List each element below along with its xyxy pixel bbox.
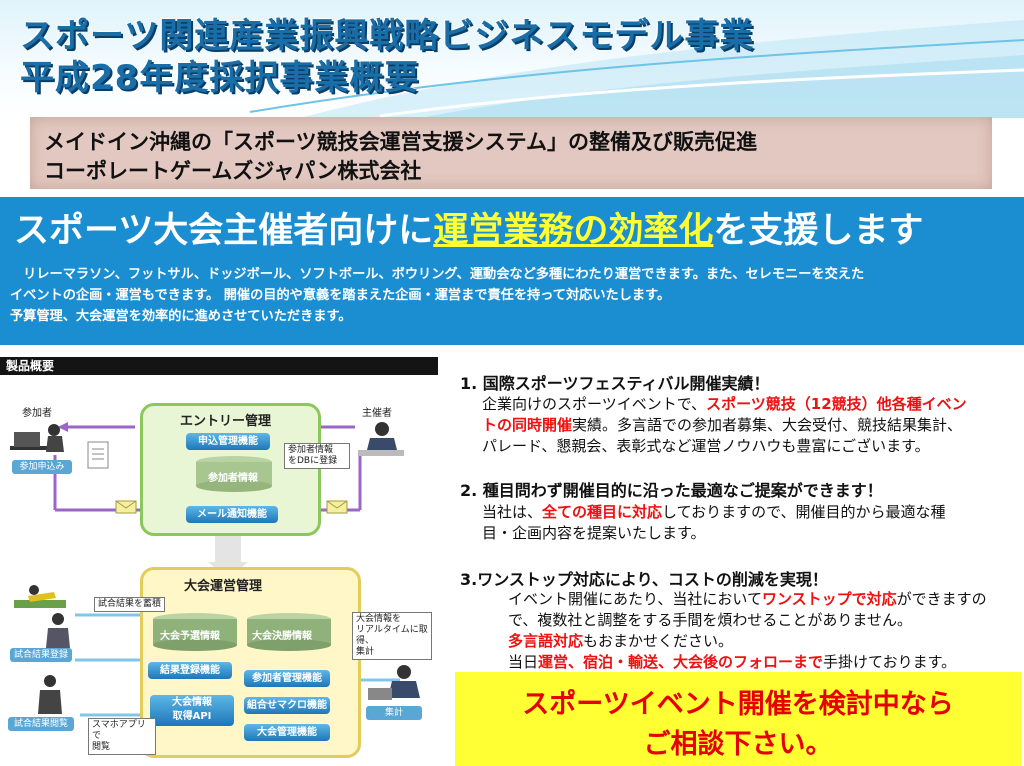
mail-notify-button: メール通知機能 xyxy=(186,506,278,523)
summary-banner xyxy=(0,197,1024,345)
organizer-person-icon xyxy=(358,422,404,456)
mail-icon xyxy=(115,500,137,514)
participant-management-button: 参加者管理機能 xyxy=(244,670,330,687)
mail-icon xyxy=(326,500,348,514)
soccer-player-icon xyxy=(14,585,66,608)
point-1-title: 1. 国際スポーツフェスティバル開催実績！ xyxy=(460,374,770,393)
wave-decoration xyxy=(249,20,1024,118)
result-register-button: 結果登録機能 xyxy=(148,662,232,679)
participant-laptop-icon xyxy=(10,424,64,452)
cta-line-1: スポーツイベント開催を検討中なら xyxy=(522,689,954,720)
form-icon xyxy=(87,441,109,469)
project-name: メイドイン沖縄の「スポーツ競技会運営支援システム」の整備及び販売促進 xyxy=(44,129,757,154)
point-1-line: トの同時開催実績。多言語での参加者募集、大会受付、競技結果集計、 xyxy=(482,416,963,434)
register-note: 参加者情報 をDBに登録 xyxy=(284,443,350,469)
page-title: スポーツ関連産業振興戦略ビジネスモデル事業 xyxy=(20,16,755,56)
desc-line: 予算管理、大会運営を効率的に進めさせていただきます。 xyxy=(10,309,352,324)
headline-post: を支援します xyxy=(713,211,924,251)
final-db-label: 大会決勝情報 xyxy=(252,631,312,642)
entry-title: エントリー管理 xyxy=(180,414,272,429)
page-subtitle: 平成28年度採択事業概要 xyxy=(20,58,420,98)
headline-pre: スポーツ大会主催者向けに xyxy=(14,211,434,251)
point-3-line: イベント開催にあたり、当社においてワンストップで対応ができますの xyxy=(508,590,987,608)
point-3-title: 3.ワンストップ対応により、コストの削減を実現！ xyxy=(460,570,828,589)
header-background xyxy=(0,0,1024,118)
point-1-line: 企業向けのスポーツイベントで、スポーツ競技（12競技）他各種イベン xyxy=(482,395,967,413)
realtime-note: 大会情報を リアルタイムに取得、 集計 xyxy=(352,612,432,660)
company-panel: メイドイン沖縄の「スポーツ競技会運営支援システム」の整備及び販売促進 コーポレー… xyxy=(30,117,992,189)
point-2-line: 当社は、全ての種目に対応しておりますので、開催目的から最適な種 xyxy=(482,503,946,521)
viewer-person-icon xyxy=(38,675,62,714)
organizer-label: 主催者 xyxy=(362,408,392,419)
schedule-db-label: 大会予選情報 xyxy=(160,631,220,642)
bracket-macro-button: 組合せマクロ機能 xyxy=(244,697,330,714)
result-view-tag: 試合結果閲覧 xyxy=(8,717,74,731)
point-3-line: で、複数社と調整をする手間を煩わせることがありません。 xyxy=(508,611,912,629)
participant-info-label: 参加者情報 xyxy=(208,473,258,484)
call-to-action: スポーツイベント開催を検討中なら ご相談下さい。 xyxy=(455,672,1021,766)
product-section-title: 製品概要 xyxy=(0,357,438,375)
apply-management-button: 申込管理機能 xyxy=(186,433,270,450)
cta-line-2: ご相談下さい。 xyxy=(643,729,833,760)
point-3-line: 多言語対応もおまかせください。 xyxy=(508,632,734,650)
headline-highlight: 運営業務の効率化 xyxy=(433,211,714,251)
banner-headline: スポーツ大会主催者向けに運営業務の効率化を支援します xyxy=(14,202,923,253)
desc-line: イベントの企画・運営もできます。 開催の目的や意義を踏まえた企画・運営まで責任を… xyxy=(10,288,671,303)
aggregate-tag: 集計 xyxy=(366,706,422,720)
phone-user-icon xyxy=(46,613,70,648)
database-icon xyxy=(196,456,272,492)
point-3-line: 当日運営、宿泊・輸送、大会後のフォローまで手掛けております。 xyxy=(508,653,957,671)
event-api-button: 大会情報 取得API xyxy=(150,695,234,726)
result-register-tag: 試合結果登録 xyxy=(10,648,72,662)
database-icon xyxy=(247,613,331,651)
banner-description: リレーマラソン、フットサル、ドッジボール、ソフトボール、ボウリング、運動会など多… xyxy=(10,264,1015,327)
desc-line: リレーマラソン、フットサル、ドッジボール、ソフトボール、ボウリング、運動会など多… xyxy=(10,267,865,282)
database-icon xyxy=(153,613,237,651)
app-note: スマホアプリで 閲覧 xyxy=(88,718,156,755)
point-2-title: 2. 種目問わず開催目的に沿った最適なご提案ができます！ xyxy=(460,481,883,500)
point-2-line: 目・企画内容を提案いたします。 xyxy=(482,524,706,542)
company-name: コーポレートゲームズジャパン株式会社 xyxy=(44,158,422,183)
apply-tag: 参加申込み xyxy=(12,460,72,474)
results-note: 試合結果を蓄積 xyxy=(94,597,166,612)
event-management-button: 大会管理機能 xyxy=(244,724,330,741)
participant-label: 参加者 xyxy=(22,408,52,419)
ops-title: 大会運営管理 xyxy=(184,579,263,594)
aggregator-person-icon xyxy=(368,665,420,700)
point-1-line: パレード、懇親会、表彰式など運営ノウハウも豊富にございます。 xyxy=(482,437,930,455)
